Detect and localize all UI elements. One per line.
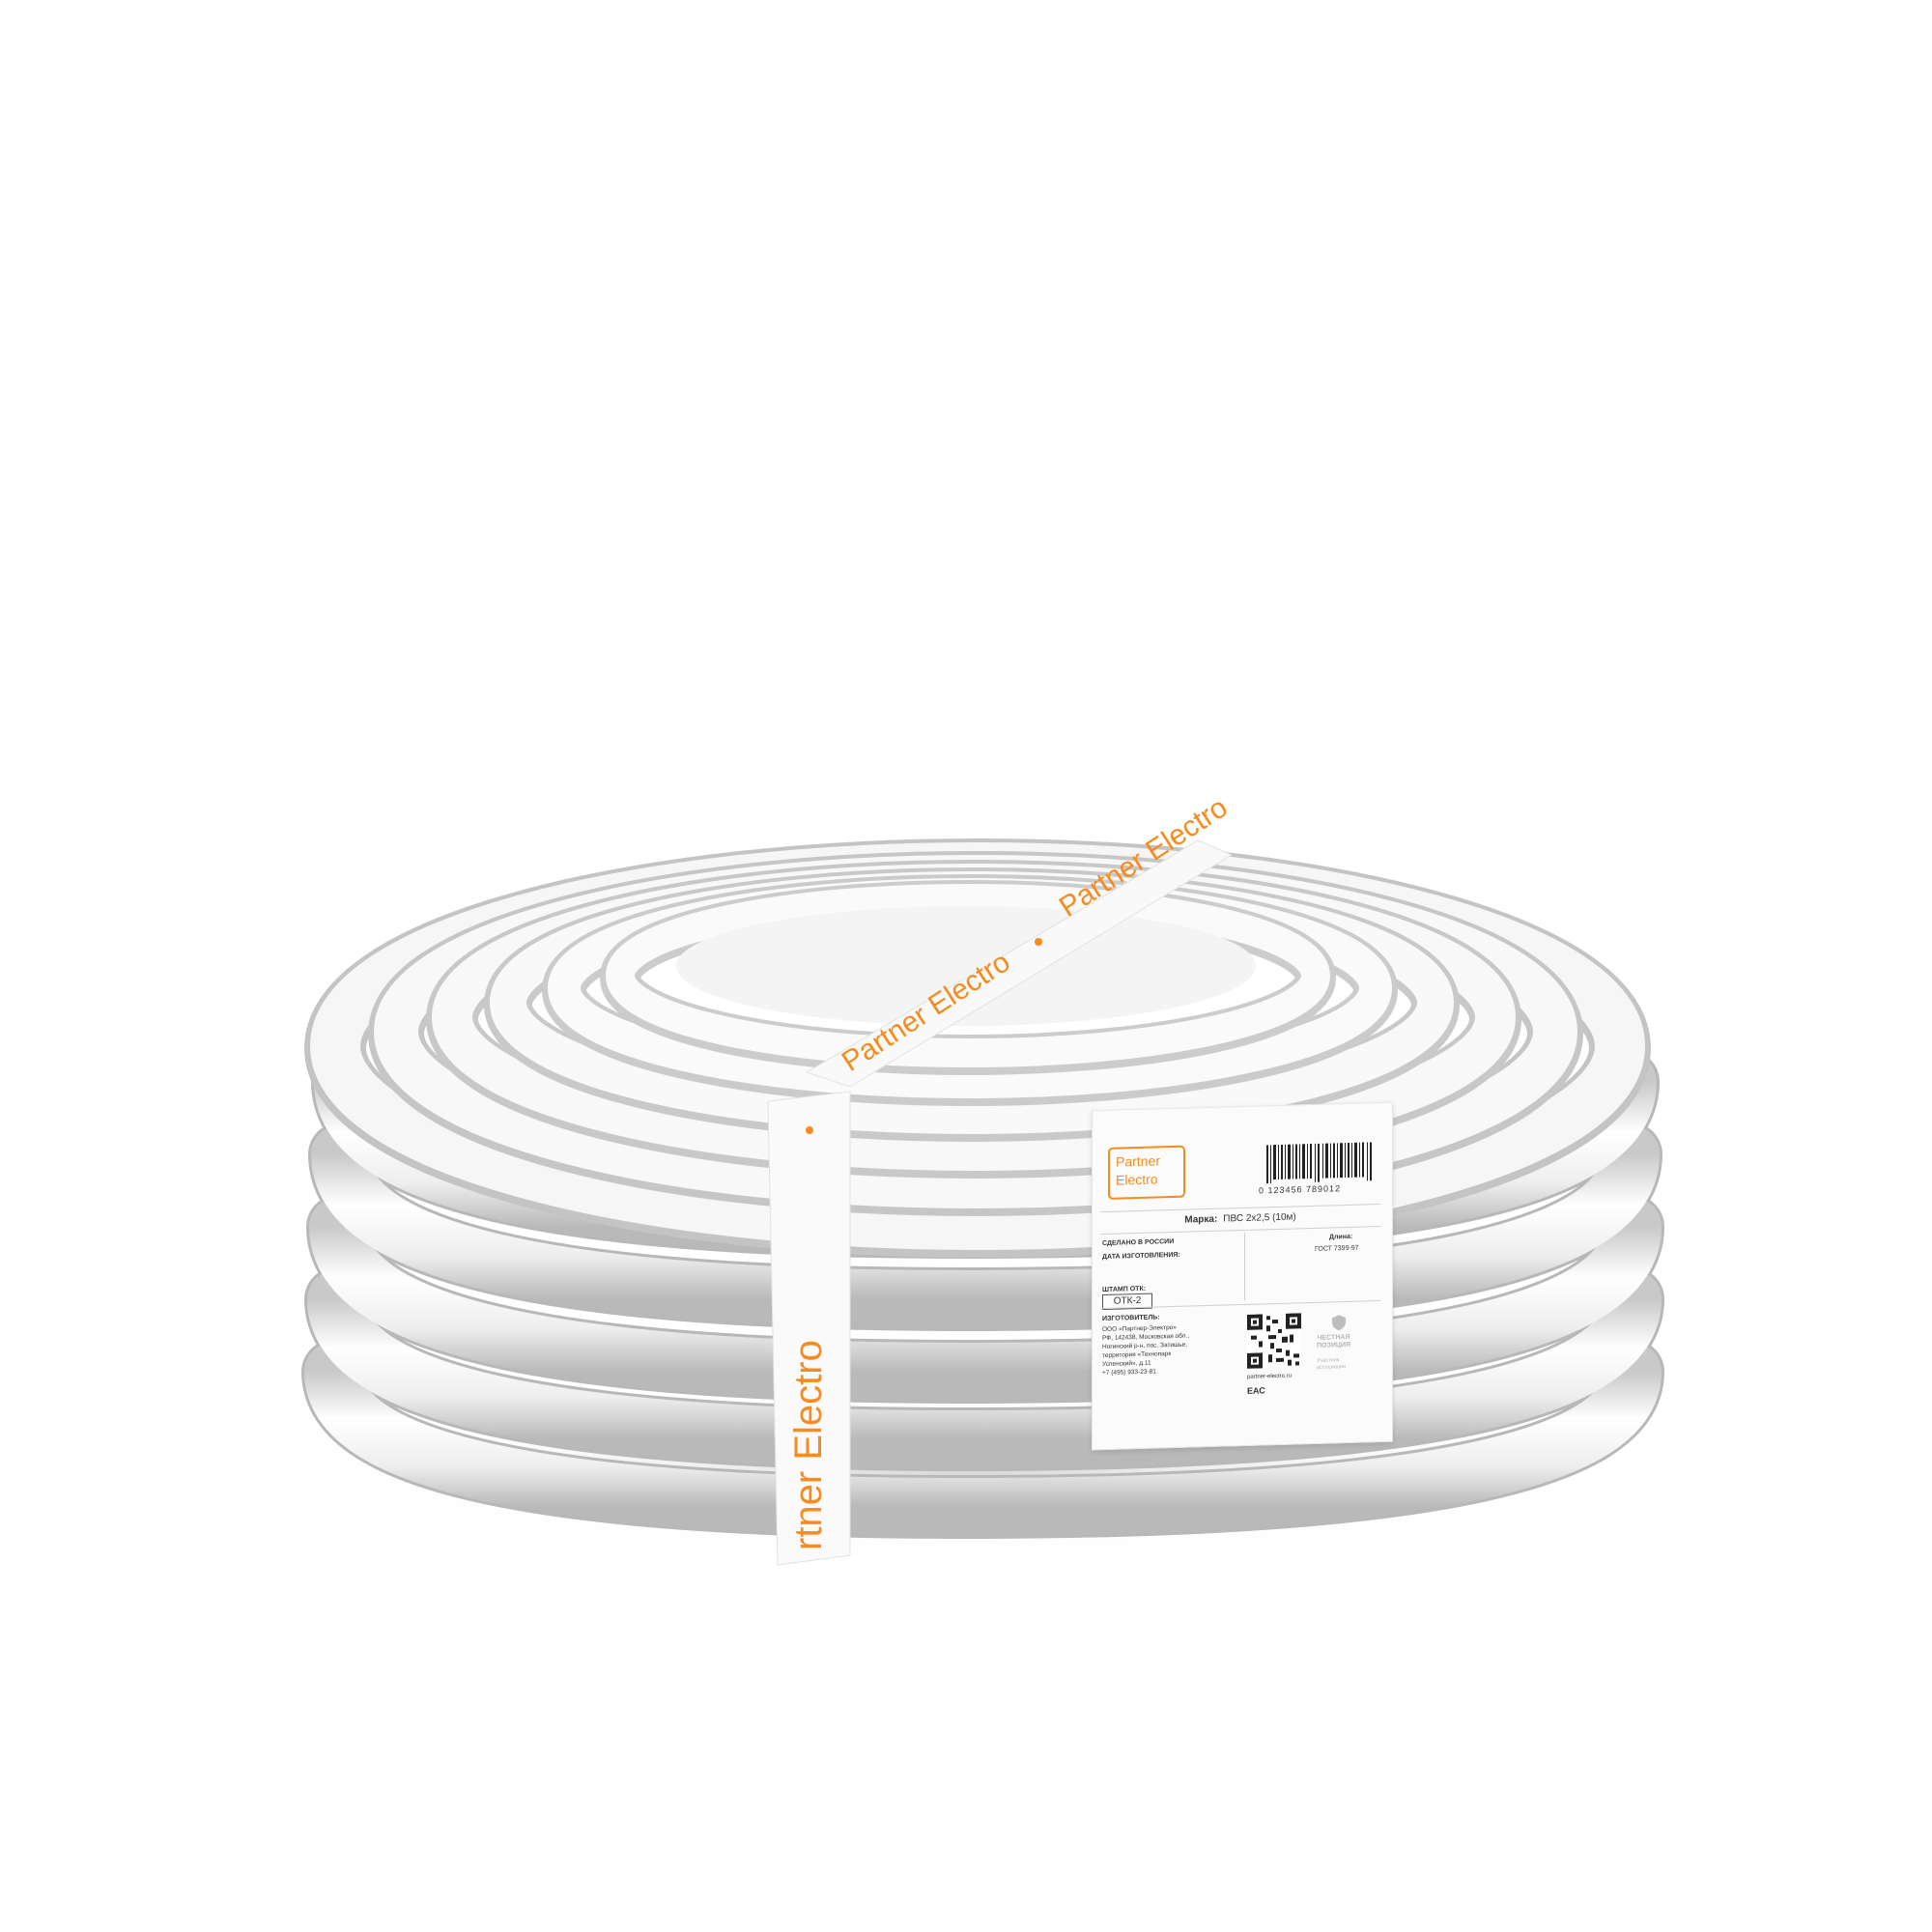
honest-sign-line-2: ПОЗИЦИЯ — [1317, 1341, 1351, 1350]
mark-label: Марка: — [1184, 1213, 1218, 1226]
cable-tube-1 — [304, 1343, 1662, 1537]
made-in-text: СДЕЛАНО В РОССИИ — [1102, 1237, 1175, 1248]
gost-text: ГОСТ 7399-97 — [1315, 1244, 1359, 1253]
honest-sign-text: ЧЕСТНАЯ ПОЗИЦИЯ — [1317, 1334, 1350, 1350]
mark-value: ПВС 2х2,5 (10м) — [1223, 1211, 1296, 1225]
eac-mark: ЕАС — [1247, 1385, 1265, 1396]
cable-tube-2 — [307, 1270, 1662, 1469]
band-vertical-text: rtner Electro — [787, 1340, 830, 1550]
manufacturer-address: ООО «Партнер-Электро» РФ, 142438, Москов… — [1102, 1321, 1237, 1378]
ring-6-hl — [606, 884, 1330, 1067]
mark-row: Марка: ПВС 2х2,5 (10м) — [1100, 1204, 1380, 1236]
length-label: Длина: — [1329, 1233, 1353, 1241]
qr-code-icon — [1247, 1313, 1301, 1369]
band-top — [805, 839, 1234, 1088]
barcode-icon — [1266, 1142, 1372, 1184]
logo-line-2: Electro — [1116, 1171, 1158, 1188]
band-front — [767, 1091, 851, 1566]
band-dot-top — [1035, 938, 1042, 946]
barcode-number: 0 123456 789012 — [1259, 1183, 1342, 1196]
cable-tube-4 — [311, 1125, 1660, 1329]
brand-logo: Partner Electro — [1108, 1145, 1185, 1200]
manufacture-date-label: ДАТА ИЗГОТОВЛЕНИЯ: — [1102, 1251, 1180, 1262]
product-label: Partner Electro 0 123456 789012 Марка: ПВ… — [1092, 1101, 1393, 1451]
coil-hole — [676, 906, 1256, 1026]
website-text: partner-electro.ru — [1247, 1373, 1293, 1380]
band-dot-front — [806, 1126, 813, 1134]
logo-line-1: Partner — [1116, 1152, 1160, 1170]
coil-top-rings — [304, 838, 1651, 1258]
association-line-2: ассоциации — [1317, 1364, 1347, 1371]
label-divider-vertical — [1244, 1232, 1245, 1300]
shield-icon — [1332, 1315, 1346, 1331]
cable-tube-3 — [309, 1198, 1662, 1402]
manufacturer-label: ИЗГОТОВИТЕЛЬ: — [1102, 1314, 1160, 1323]
association-text: Участник ассоциации — [1317, 1357, 1346, 1372]
stamp-label: ШТАМП ОТК: — [1102, 1285, 1147, 1294]
